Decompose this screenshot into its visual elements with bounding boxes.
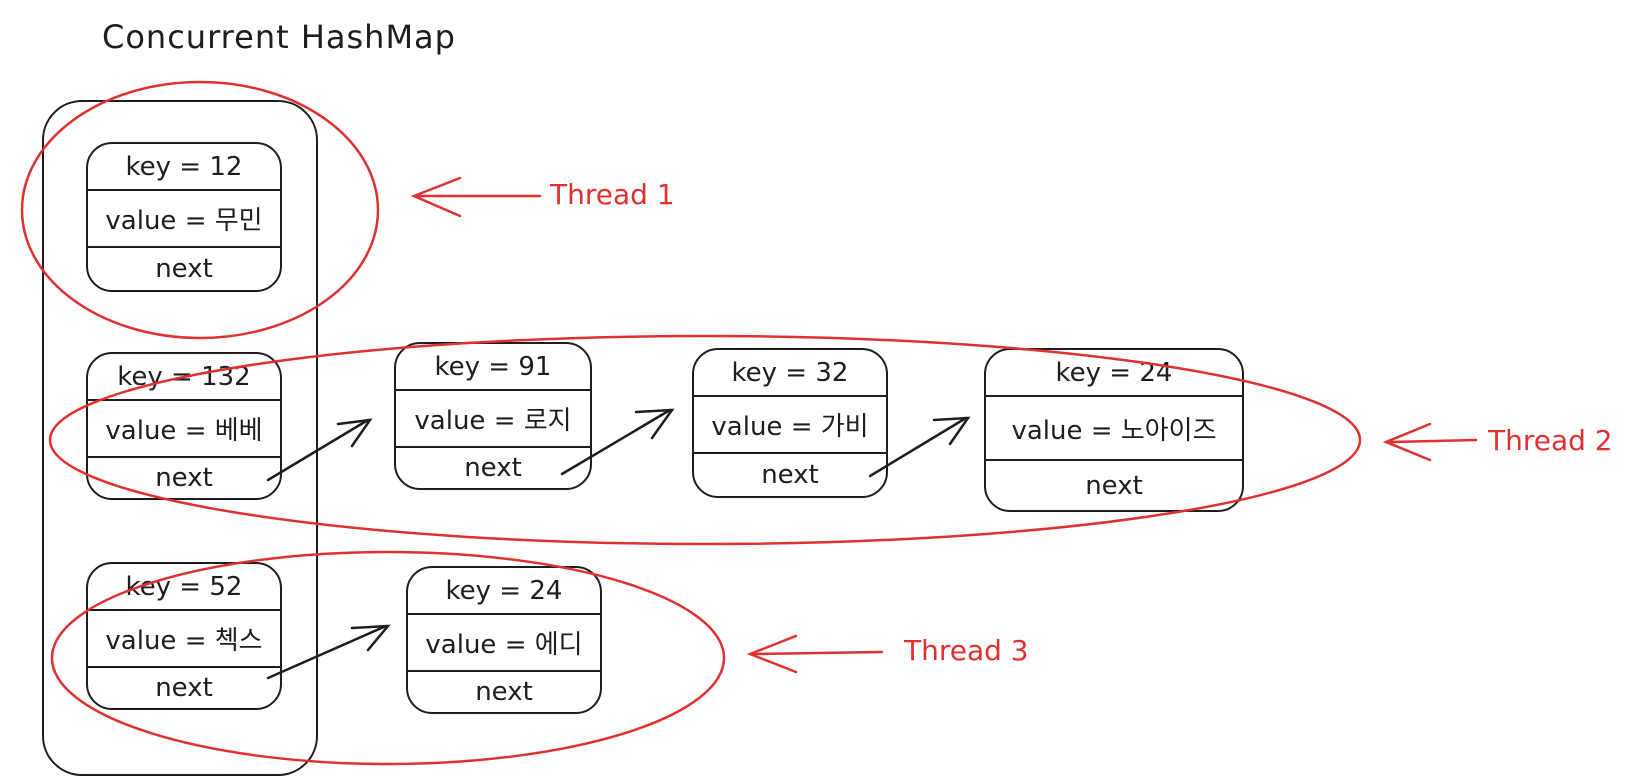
thread-1-ellipse <box>20 80 380 340</box>
thread-3-arrow-head <box>746 634 798 674</box>
node-next: next <box>155 463 213 493</box>
chain2-node-3: key = 24 value = 노아이즈 next <box>984 348 1244 512</box>
thread-3-ellipse <box>50 550 726 766</box>
node-value: value = 로지 <box>396 391 590 448</box>
thread-1-label: Thread 1 <box>550 178 675 211</box>
node-key: key = 32 <box>694 350 886 397</box>
node-key: key = 52 <box>88 564 280 611</box>
node-key: key = 24 <box>986 350 1242 397</box>
node-next: next <box>1085 470 1143 501</box>
next-arrow <box>868 416 968 478</box>
node-next: next <box>155 673 213 703</box>
thread-2-arrow <box>1388 438 1478 444</box>
node-value: value = 첵스 <box>88 611 280 668</box>
node-next: next <box>464 453 522 483</box>
node-key: key = 91 <box>396 344 590 391</box>
thread-2-label: Thread 2 <box>1488 424 1613 457</box>
node-value: value = 가비 <box>694 397 886 454</box>
next-arrow-head <box>932 416 971 446</box>
node-value: value = 에디 <box>408 615 600 672</box>
hashmap-bucket-array <box>42 100 318 776</box>
node-key: key = 12 <box>88 144 280 191</box>
node-next: next <box>475 677 533 707</box>
thread-3-arrow <box>752 650 884 656</box>
thread-2-arrow-head <box>1382 422 1432 462</box>
chain2-node-1: key = 91 value = 로지 next <box>394 342 592 490</box>
thread-3-label: Thread 3 <box>904 634 1029 667</box>
node-value: value = 무민 <box>88 191 280 248</box>
bucket-node-2: key = 132 value = 베베 next <box>86 352 282 500</box>
bucket-node-1: key = 12 value = 무민 next <box>86 142 282 292</box>
node-value: value = 베베 <box>88 401 280 458</box>
thread-2-ellipse <box>48 334 1362 546</box>
next-arrow <box>560 408 672 476</box>
chain2-node-2: key = 32 value = 가비 next <box>692 348 888 498</box>
diagram-title: Concurrent HashMap <box>102 18 456 56</box>
thread-1-arrow-head <box>410 176 462 218</box>
bucket-node-3: key = 52 value = 첵스 next <box>86 562 282 710</box>
node-next: next <box>761 460 819 490</box>
node-value: value = 노아이즈 <box>986 397 1242 461</box>
next-arrow-head <box>634 408 675 440</box>
node-key: key = 24 <box>408 568 600 615</box>
next-arrow <box>266 418 370 482</box>
next-arrow-head <box>350 624 391 652</box>
node-next: next <box>155 254 213 284</box>
chain3-node-1: key = 24 value = 에디 next <box>406 566 602 714</box>
next-arrow <box>266 624 388 680</box>
next-arrow-head <box>336 418 373 448</box>
